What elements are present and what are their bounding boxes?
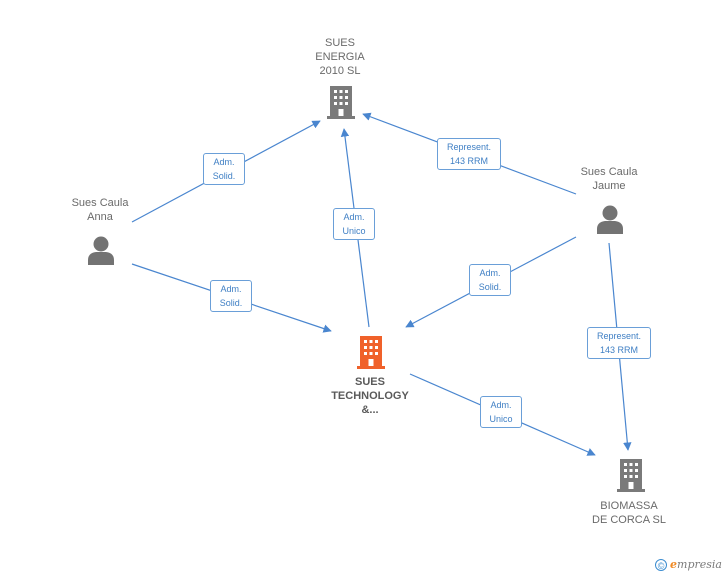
edge-label-jaume-energia[interactable]: Represent. 143 RRM	[437, 138, 501, 170]
node-label-sues-energia[interactable]: SUES ENERGIA 2010 SL	[315, 37, 365, 77]
copyright-icon: ©	[655, 558, 668, 571]
edge-label-jaume-biomassa[interactable]: Represent. 143 RRM	[587, 327, 651, 359]
building-icon[interactable]	[617, 459, 645, 492]
person-icon[interactable]	[88, 236, 114, 266]
edge-label-jaume-technology[interactable]: Adm. Solid.	[469, 264, 511, 296]
node-label-biomassa[interactable]: BIOMASSA DE CORCA SL	[592, 500, 666, 526]
building-icon[interactable]	[327, 86, 355, 119]
edge-label-anna-technology[interactable]: Adm. Solid.	[210, 280, 252, 312]
edge-label-technology-energia[interactable]: Adm. Unico	[333, 208, 375, 240]
node-label-anna[interactable]: Sues Caula Anna	[71, 197, 129, 223]
node-label-jaume[interactable]: Sues Caula Jaume	[580, 166, 638, 192]
node-label-sues-technology[interactable]: SUES TECHNOLOGY &...	[331, 376, 409, 416]
brand-logo[interactable]: empresia	[670, 558, 722, 571]
edge-label-anna-energia[interactable]: Adm. Solid.	[203, 153, 245, 185]
icon-layer	[88, 86, 645, 492]
person-icon[interactable]	[597, 205, 623, 235]
focus-building-icon[interactable]	[357, 336, 385, 369]
footer-brand: © empresia	[655, 558, 722, 571]
edge-label-technology-biomassa[interactable]: Adm. Unico	[480, 396, 522, 428]
